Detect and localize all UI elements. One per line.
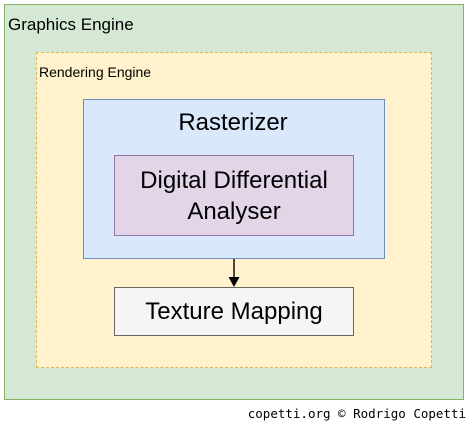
rasterizer-label: Rasterizer xyxy=(178,109,288,136)
credit-text: copetti.org © Rodrigo Copetti xyxy=(247,406,466,421)
arrow-head xyxy=(228,277,240,287)
graphics-engine-label: Graphics Engine xyxy=(8,15,134,34)
dda-block xyxy=(114,155,354,236)
texture-mapping-label: Texture Mapping xyxy=(145,297,323,325)
texture-mapping-block xyxy=(114,287,354,336)
rasterizer-to-texture-arrow xyxy=(228,259,240,287)
dda-label: Digital Differential Analyser xyxy=(140,166,328,225)
rendering-engine-label: Rendering Engine xyxy=(39,64,152,80)
